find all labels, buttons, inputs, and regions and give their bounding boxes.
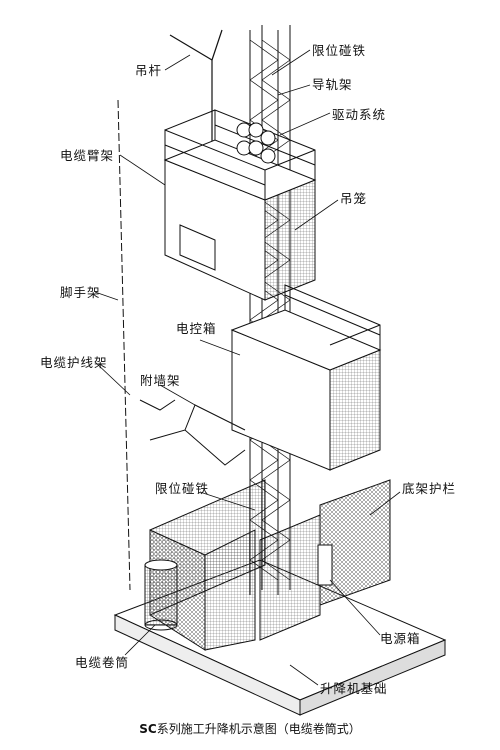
upper-cage	[163, 109, 317, 301]
power-box	[317, 544, 333, 586]
label-drive-system: 驱动系统	[332, 107, 387, 122]
drive-system	[236, 122, 276, 164]
label-power-box: 电源箱	[380, 631, 421, 646]
label-cable-drum: 电缆卷筒	[75, 655, 130, 670]
label-control-box: 电控箱	[176, 321, 217, 336]
label-base-guardrail: 底架护栏	[402, 481, 457, 496]
davit	[169, 29, 223, 155]
base-fence	[149, 479, 391, 651]
label-guide-rail: 导轨架	[312, 77, 353, 92]
cable-drum	[144, 559, 178, 631]
lower-cage	[230, 284, 382, 471]
label-cage: 吊笼	[340, 191, 368, 206]
label-limit-stop-top: 限位碰铁	[312, 43, 367, 58]
label-davit: 吊杆	[135, 63, 163, 78]
label-foundation: 升降机基础	[320, 681, 388, 696]
wall-tie	[139, 399, 246, 466]
label-cable-guard: 电缆护线架	[40, 355, 108, 370]
caption-prefix: SC	[139, 722, 157, 736]
label-scaffold: 脚手架	[60, 285, 101, 300]
scaffold-pole	[117, 99, 131, 591]
label-cable-arm: 电缆臂架	[60, 148, 115, 163]
figure-caption: SC系列施工升降机示意图（电缆卷筒式）	[0, 720, 500, 737]
label-limit-stop-bottom: 限位碰铁	[155, 481, 210, 496]
leader-lines	[94, 49, 401, 686]
label-wall-tie: 附墙架	[140, 373, 181, 388]
caption-text: 系列施工升降机示意图（电缆卷筒式）	[156, 722, 361, 736]
